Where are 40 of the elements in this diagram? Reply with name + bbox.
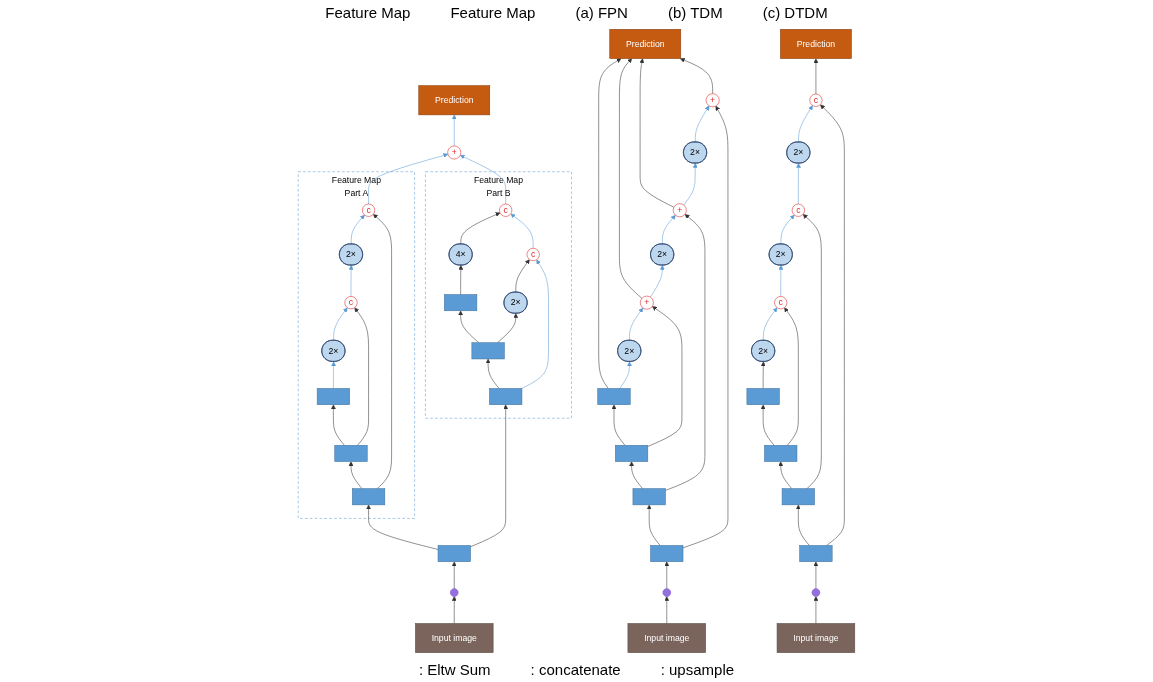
node-box <box>316 388 350 405</box>
node-circle: + <box>705 93 720 108</box>
node-box: Prediction <box>609 29 682 59</box>
panel-label: Feature Map <box>450 4 536 21</box>
node-box <box>632 488 666 506</box>
node-circle: + <box>672 203 687 218</box>
node-box <box>799 545 833 562</box>
node-box: Input image <box>415 623 494 653</box>
node-box <box>437 545 471 562</box>
node-box <box>615 445 649 462</box>
node-box <box>471 342 505 360</box>
node-box <box>489 388 523 405</box>
node-box <box>444 294 478 312</box>
node-circle: + <box>447 145 462 160</box>
node-box <box>650 545 684 562</box>
node-box: Input image <box>776 623 856 653</box>
node-circle: + <box>640 295 654 310</box>
legend-text: : upsample <box>660 661 735 678</box>
node-box: Prediction <box>780 29 852 59</box>
node-box <box>334 445 368 462</box>
node-box <box>597 388 631 405</box>
node-circle: c <box>499 203 513 217</box>
node-box <box>746 388 780 405</box>
node-circle: c <box>344 296 358 310</box>
panel-label: (a) FPN <box>575 4 628 21</box>
node-circle: c <box>362 203 376 217</box>
node-circle: c <box>809 93 823 107</box>
node-circle: c <box>791 203 805 217</box>
node-box <box>764 445 798 462</box>
panel-label: (b) TDM <box>667 4 723 21</box>
node-box <box>781 488 815 506</box>
node-box: Input image <box>627 623 706 653</box>
node-circle: c <box>526 247 540 261</box>
legend-text: : Eltw Sum <box>418 661 491 678</box>
panel-label: Feature Map <box>325 4 411 21</box>
node-circle: c <box>774 296 788 310</box>
legend-text: : concatenate <box>530 661 621 678</box>
panel-label: (c) DTDM <box>762 4 828 21</box>
node-box: Prediction <box>418 85 491 116</box>
node-box <box>352 488 386 506</box>
